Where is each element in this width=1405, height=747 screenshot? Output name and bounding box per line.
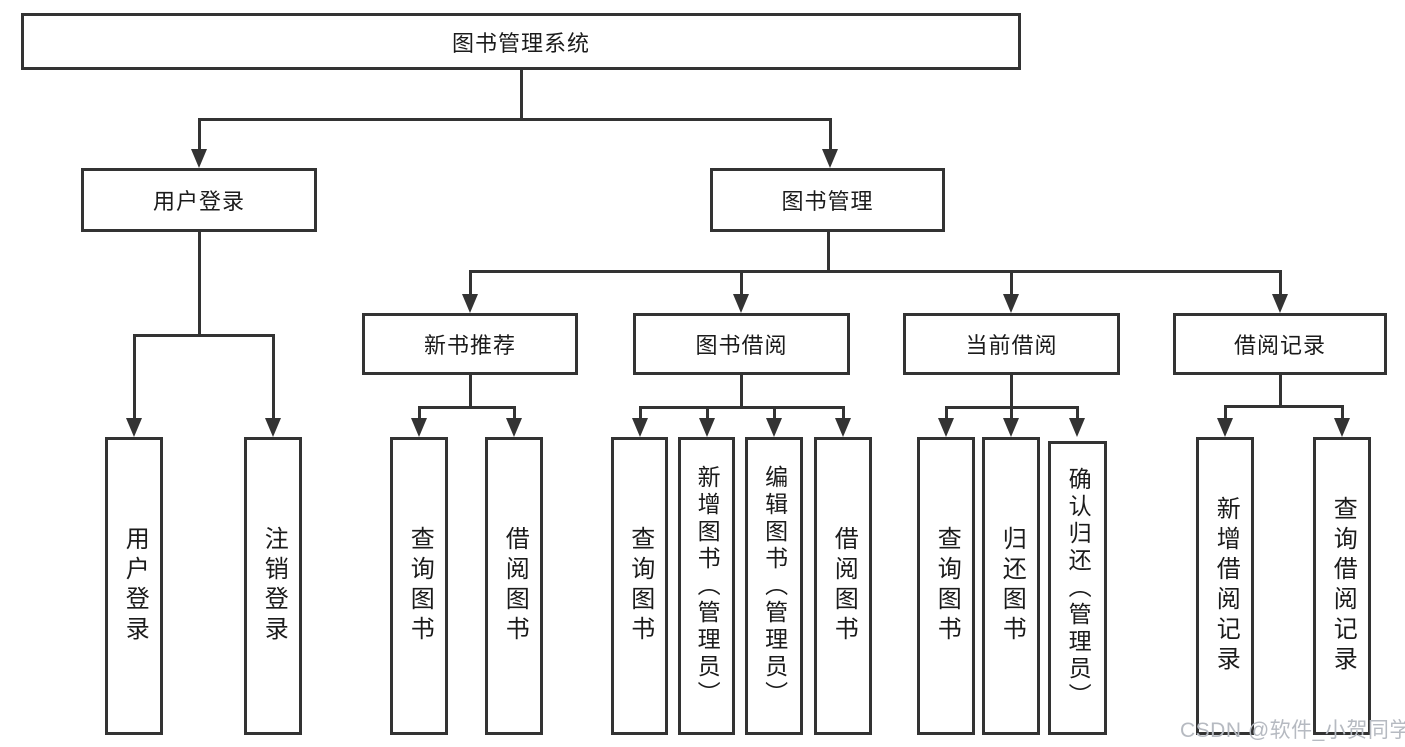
leaf-query-book-current: 查询图书 xyxy=(917,437,975,735)
leaf-borrow-book-recommend: 借阅图书 xyxy=(485,437,543,735)
arrow-down-icon xyxy=(1003,294,1019,313)
connector-line xyxy=(1010,270,1013,298)
connector-line xyxy=(1279,270,1282,298)
leaf-add-book-admin-label: 新增图书（管理员） xyxy=(694,464,721,708)
connector-line xyxy=(469,270,472,298)
leaf-borrow-book-label: 借阅图书 xyxy=(830,526,858,646)
connector-line xyxy=(133,334,275,337)
connector-line xyxy=(418,406,516,409)
connector-line xyxy=(945,406,948,421)
leaf-borrow-book: 借阅图书 xyxy=(814,437,872,735)
arrow-down-icon xyxy=(699,418,715,437)
node-new-book-recommend: 新书推荐 xyxy=(362,313,578,375)
node-user-login: 用户登录 xyxy=(81,168,317,232)
connector-line xyxy=(1279,375,1282,408)
connector-line xyxy=(706,406,709,421)
node-root: 图书管理系统 xyxy=(21,13,1021,70)
connector-line xyxy=(520,70,523,120)
node-user-login-label: 用户登录 xyxy=(152,189,245,214)
connector-line xyxy=(1224,405,1227,421)
leaf-query-borrow-record: 查询借阅记录 xyxy=(1313,437,1371,735)
connector-line xyxy=(198,232,201,337)
leaf-edit-book-admin: 编辑图书（管理员） xyxy=(745,437,803,735)
arrow-down-icon xyxy=(766,418,782,437)
leaf-edit-book-admin-label: 编辑图书（管理员） xyxy=(761,464,788,708)
leaf-query-book-recommend: 查询图书 xyxy=(390,437,448,735)
node-borrow-record-label: 借阅记录 xyxy=(1233,333,1326,358)
leaf-borrow-book-recommend-label: 借阅图书 xyxy=(501,526,529,646)
arrow-down-icon xyxy=(733,294,749,313)
arrow-down-icon xyxy=(462,294,478,313)
connector-line xyxy=(1076,406,1079,421)
arrow-down-icon xyxy=(938,418,954,437)
connector-line xyxy=(842,406,845,421)
node-current-borrow-label: 当前借阅 xyxy=(965,333,1058,358)
node-borrow-record: 借阅记录 xyxy=(1173,313,1387,375)
leaf-query-borrow-record-label: 查询借阅记录 xyxy=(1329,496,1357,676)
leaf-confirm-return-admin-label: 确认归还（管理员） xyxy=(1065,466,1092,710)
leaf-logout-label: 注销登录 xyxy=(260,526,288,646)
node-current-borrow: 当前借阅 xyxy=(903,313,1120,375)
arrow-down-icon xyxy=(822,149,838,168)
connector-line xyxy=(740,375,743,409)
csdn-watermark: CSDN @软件_小贺同学 xyxy=(1180,719,1405,742)
arrow-down-icon xyxy=(835,418,851,437)
connector-line xyxy=(773,406,776,421)
connector-line xyxy=(198,118,832,121)
leaf-user-login-label: 用户登录 xyxy=(121,526,149,646)
connector-line xyxy=(639,406,845,409)
arrow-down-icon xyxy=(506,418,522,437)
arrow-down-icon xyxy=(191,149,207,168)
connector-line xyxy=(829,118,832,152)
arrow-down-icon xyxy=(1217,418,1233,437)
leaf-add-book-admin: 新增图书（管理员） xyxy=(678,437,735,735)
connector-line xyxy=(1341,405,1344,421)
connector-line xyxy=(1224,405,1344,408)
connector-line xyxy=(639,406,642,421)
leaf-query-book-recommend-label: 查询图书 xyxy=(406,526,434,646)
arrow-down-icon xyxy=(126,418,142,437)
node-root-label: 图书管理系统 xyxy=(451,30,590,56)
leaf-user-login: 用户登录 xyxy=(105,437,163,735)
connector-line xyxy=(513,406,516,421)
leaf-logout: 注销登录 xyxy=(244,437,302,735)
leaf-query-book-current-label: 查询图书 xyxy=(933,526,961,646)
arrow-down-icon xyxy=(411,418,427,437)
arrow-down-icon xyxy=(1272,294,1288,313)
leaf-return-book: 归还图书 xyxy=(982,437,1040,735)
connector-line xyxy=(469,375,472,409)
connector-line xyxy=(198,118,201,152)
arrow-down-icon xyxy=(632,418,648,437)
connector-line xyxy=(1010,406,1013,421)
connector-line xyxy=(418,406,421,421)
node-new-book-recommend-label: 新书推荐 xyxy=(423,333,516,358)
node-book-management-label: 图书管理 xyxy=(781,189,874,214)
node-book-borrow: 图书借阅 xyxy=(633,313,850,375)
connector-line xyxy=(1010,375,1013,409)
leaf-add-borrow-record-label: 新增借阅记录 xyxy=(1212,496,1240,676)
arrow-down-icon xyxy=(265,418,281,437)
leaf-confirm-return-admin: 确认归还（管理员） xyxy=(1048,441,1107,735)
connector-line xyxy=(469,270,1282,273)
leaf-query-book-borrow-label: 查询图书 xyxy=(626,526,654,646)
arrow-down-icon xyxy=(1334,418,1350,437)
leaf-add-borrow-record: 新增借阅记录 xyxy=(1196,437,1254,735)
connector-line xyxy=(272,334,275,421)
connector-line xyxy=(133,334,136,421)
connector-line xyxy=(740,270,743,298)
arrow-down-icon xyxy=(1069,418,1085,437)
connector-line xyxy=(827,232,830,273)
arrow-down-icon xyxy=(1003,418,1019,437)
node-book-borrow-label: 图书借阅 xyxy=(695,333,788,358)
leaf-return-book-label: 归还图书 xyxy=(998,526,1026,646)
leaf-query-book-borrow: 查询图书 xyxy=(611,437,668,735)
node-book-management: 图书管理 xyxy=(710,168,945,232)
